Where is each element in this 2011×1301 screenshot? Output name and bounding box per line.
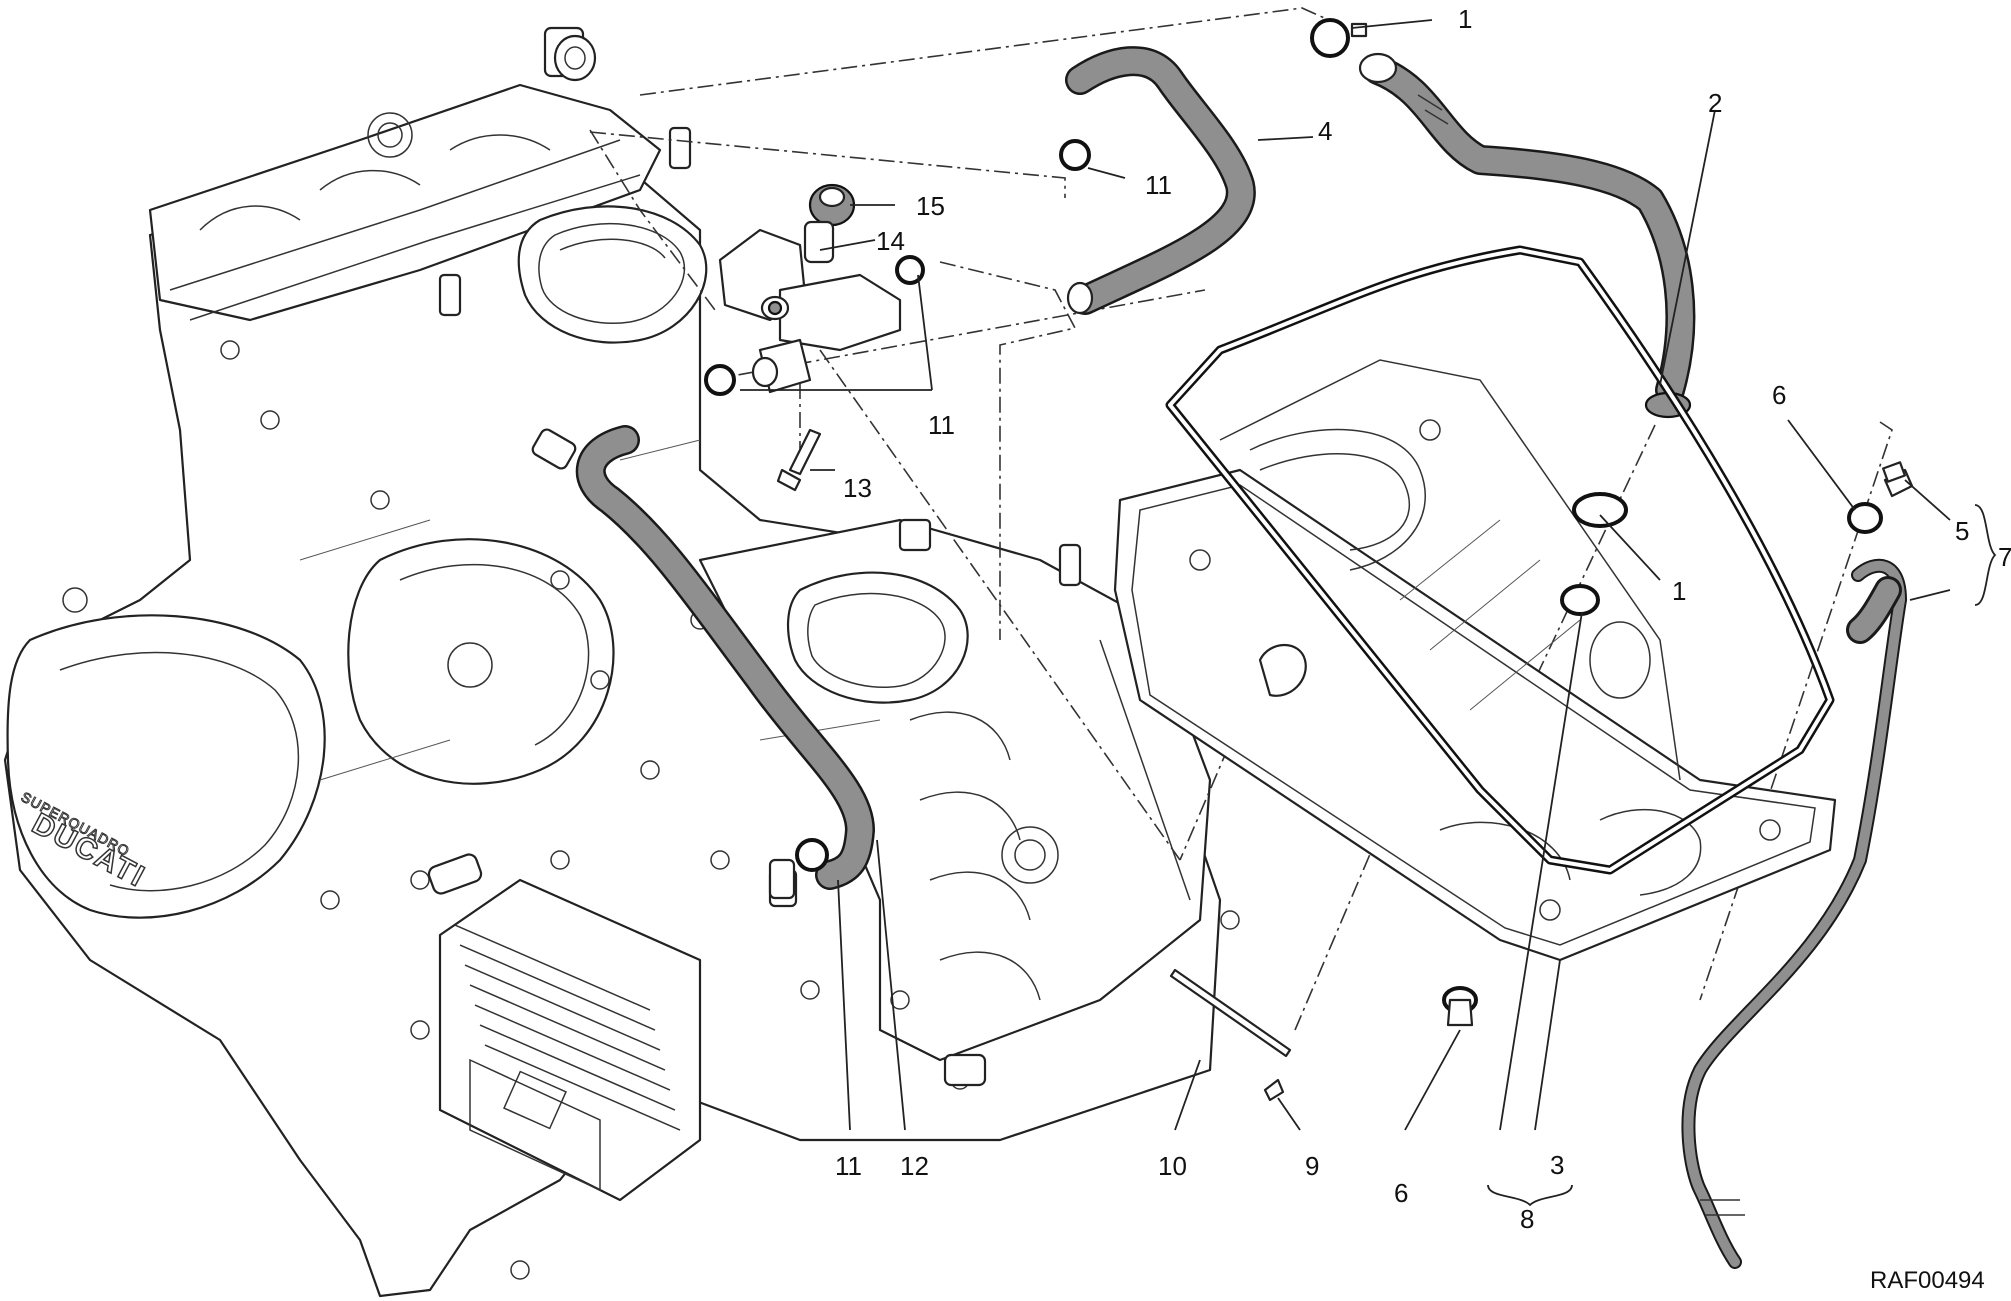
cam-cover-8 — [1113, 359, 1837, 962]
callout-6-lower: 6 — [1394, 1178, 1408, 1208]
callout-1-top: 1 — [1458, 4, 1472, 34]
callout-labels: 1 1 2 3 4 5 6 6 7 8 9 10 11 11 11 12 13 … — [835, 4, 2011, 1234]
hose-7 — [1681, 558, 1907, 1269]
engine-assembly: DUCATI SUPERQUADRO — [3, 26, 1240, 1298]
callout-12: 12 — [900, 1151, 929, 1181]
leader-lines — [740, 19, 1997, 1207]
hose-2 — [1358, 52, 1696, 419]
callout-10: 10 — [1158, 1151, 1187, 1181]
callout-5: 5 — [1955, 516, 1969, 546]
callout-14: 14 — [876, 226, 905, 256]
callout-13: 13 — [843, 473, 872, 503]
callout-11-middle: 11 — [928, 410, 955, 440]
callout-8: 8 — [1520, 1204, 1534, 1234]
callout-1-lower: 1 — [1672, 576, 1686, 606]
callout-4: 4 — [1318, 116, 1332, 146]
hose-4 — [1065, 46, 1256, 315]
engine-bolts — [220, 340, 1240, 1280]
callout-2: 2 — [1708, 88, 1722, 118]
callout-11-top: 11 — [1145, 170, 1172, 200]
drawing-code: RAF00494 — [1870, 1267, 1985, 1294]
hose-12 — [575, 425, 875, 890]
callout-11-bottom: 11 — [835, 1151, 862, 1181]
callout-9: 9 — [1305, 1151, 1319, 1181]
callout-6-upper: 6 — [1772, 380, 1786, 410]
gasket-3 — [1165, 245, 1835, 875]
callout-15: 15 — [916, 191, 945, 221]
callout-7: 7 — [1998, 542, 2011, 572]
callout-3: 3 — [1550, 1150, 1564, 1180]
clamps-and-fittings — [704, 18, 1914, 1102]
